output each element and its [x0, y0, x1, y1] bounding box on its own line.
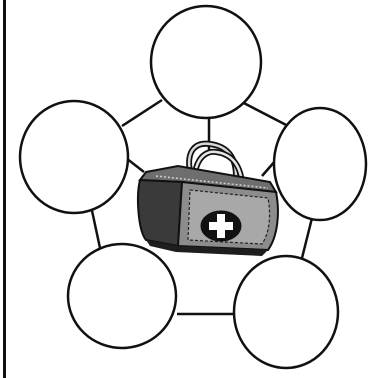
bag-zipper: [155, 175, 269, 189]
node-circle-top: [149, 4, 263, 120]
node-circle-upper-left: [18, 99, 130, 215]
node-circle-upper-right: [272, 106, 368, 222]
node-circles: [18, 4, 368, 370]
connector-upper-left-top: [121, 98, 163, 128]
node-circle-lower-right: [232, 254, 340, 370]
left-border-line: [3, 0, 6, 378]
node-circle-lower-left: [66, 242, 178, 350]
bag-left-end: [137, 178, 184, 248]
plus-horizontal: [209, 222, 233, 230]
connector-top-upper-right: [237, 98, 293, 130]
bag-bottom: [146, 240, 268, 256]
first-aid-bag-icon: [137, 140, 279, 256]
